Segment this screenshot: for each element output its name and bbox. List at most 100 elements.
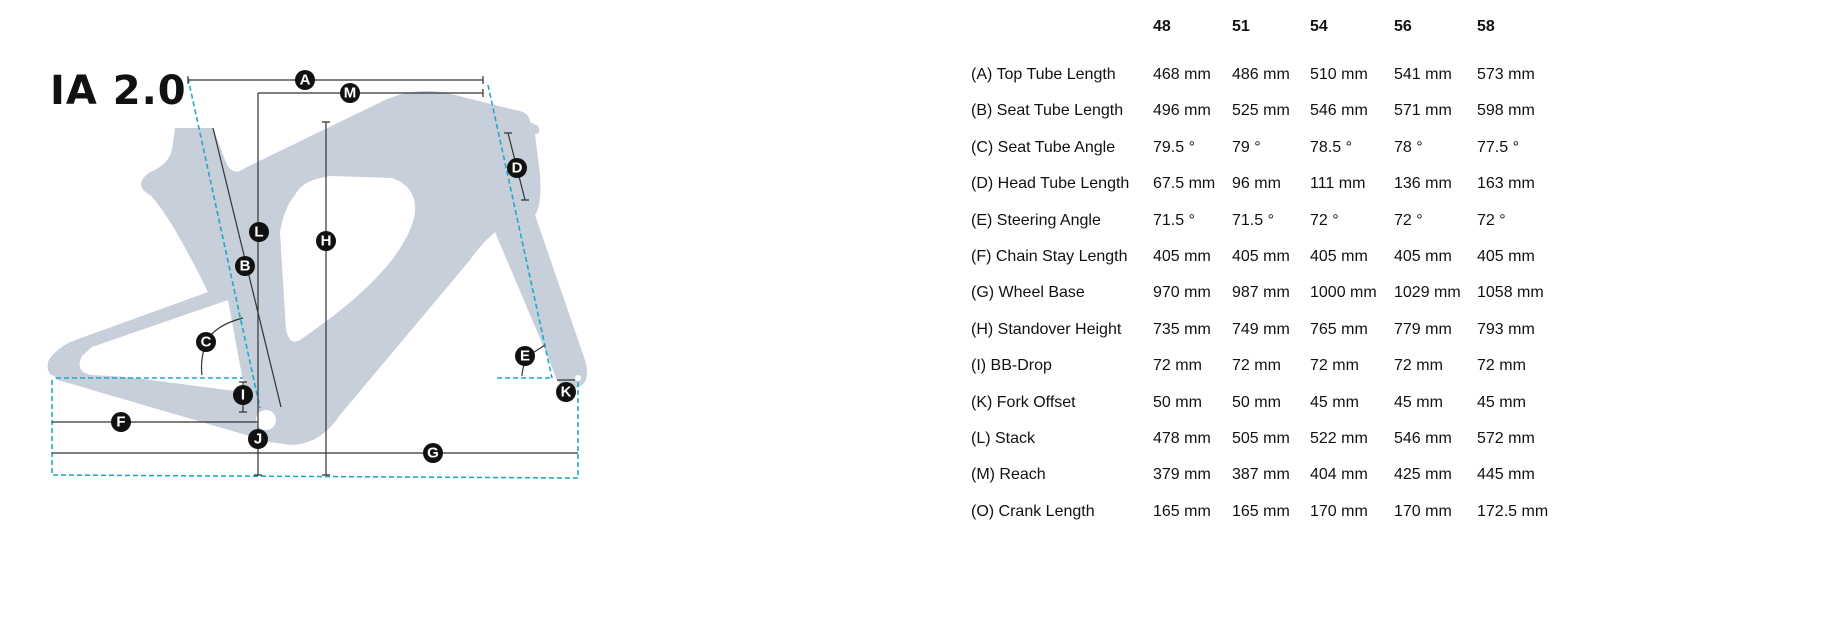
marker-j: J: [248, 429, 268, 449]
svg-text:E: E: [520, 348, 530, 365]
table-cell: 45 mm: [1477, 393, 1526, 411]
table-cell: 970 mm: [1153, 284, 1211, 302]
svg-text:C: C: [201, 334, 212, 351]
size-header-58: 58: [1477, 18, 1495, 35]
row-label: (K) Fork Offset: [971, 393, 1076, 411]
marker-f: F: [111, 412, 131, 432]
svg-text:F: F: [116, 414, 125, 431]
table-cell: 478 mm: [1153, 430, 1211, 447]
table-cell: 546 mm: [1310, 102, 1368, 120]
table-cell: 779 mm: [1394, 320, 1452, 338]
table-cell: 749 mm: [1232, 320, 1290, 338]
table-cell: 425 mm: [1394, 466, 1452, 484]
table-cell: 165 mm: [1232, 502, 1290, 520]
bike-frame-silhouette: [47, 91, 588, 445]
size-header-54: 54: [1310, 18, 1328, 35]
table-cell: 72 mm: [1310, 357, 1359, 375]
table-cell: 78 °: [1394, 138, 1423, 156]
table-cell: 72 °: [1310, 211, 1339, 229]
table-cell: 77.5 °: [1477, 138, 1519, 156]
table-cell: 405 mm: [1310, 248, 1368, 265]
svg-text:M: M: [344, 85, 357, 102]
table-cell: 405 mm: [1477, 248, 1535, 265]
table-cell: 1058 mm: [1477, 284, 1544, 302]
svg-text:L: L: [254, 224, 263, 241]
table-cell: 72 mm: [1477, 357, 1526, 375]
table-cell: 170 mm: [1310, 502, 1368, 520]
marker-i: I: [233, 385, 253, 405]
table-cell: 572 mm: [1477, 430, 1535, 447]
table-cell: 163 mm: [1477, 175, 1535, 193]
table-cell: 598 mm: [1477, 102, 1535, 120]
table-cell: 111 mm: [1310, 175, 1366, 193]
size-header-51: 51: [1232, 18, 1250, 35]
table-cell: 50 mm: [1232, 393, 1281, 411]
svg-text:H: H: [321, 233, 332, 250]
table-cell: 72 mm: [1153, 357, 1202, 375]
table-cell: 387 mm: [1232, 466, 1290, 484]
marker-h: H: [316, 231, 336, 251]
table-cell: 78.5 °: [1310, 138, 1352, 156]
svg-text:J: J: [254, 431, 262, 448]
table-cell: 573 mm: [1477, 66, 1535, 83]
row-label: (A) Top Tube Length: [971, 66, 1116, 83]
row-label: (E) Steering Angle: [971, 211, 1101, 229]
table-cell: 405 mm: [1232, 248, 1290, 265]
table-cell: 72 °: [1477, 211, 1506, 229]
table-cell: 793 mm: [1477, 320, 1535, 338]
frame-geometry-diagram: A M D L H B C E I K F J G: [47, 70, 588, 479]
table-cell: 71.5 °: [1232, 211, 1274, 229]
table-cell: 1029 mm: [1394, 284, 1461, 302]
row-label: (H) Standover Height: [971, 320, 1122, 338]
marker-e: E: [515, 346, 535, 366]
row-label: (C) Seat Tube Angle: [971, 138, 1116, 156]
marker-d: D: [507, 158, 527, 178]
row-label: (B) Seat Tube Length: [971, 102, 1124, 120]
svg-text:G: G: [427, 445, 439, 462]
dimension-lines: [52, 76, 578, 476]
table-cell: 525 mm: [1232, 102, 1290, 120]
table-cell: 505 mm: [1232, 430, 1290, 447]
svg-text:I: I: [241, 387, 245, 404]
svg-text:D: D: [512, 160, 523, 177]
table-cell: 71.5 °: [1153, 211, 1195, 229]
table-cell: 522 mm: [1310, 430, 1368, 447]
table-cell: 765 mm: [1310, 320, 1368, 338]
table-cell: 1000 mm: [1310, 284, 1377, 302]
table-cell: 79.5 °: [1153, 138, 1195, 156]
table-cell: 45 mm: [1394, 393, 1443, 411]
row-label: (G) Wheel Base: [971, 284, 1085, 302]
size-header-48: 48: [1153, 18, 1171, 35]
table-cell: 486 mm: [1232, 66, 1290, 83]
table-cell: 445 mm: [1477, 466, 1535, 484]
row-label: (O) Crank Length: [971, 502, 1095, 520]
marker-l: L: [249, 222, 269, 242]
table-cell: 404 mm: [1310, 466, 1368, 484]
svg-text:B: B: [240, 258, 251, 275]
table-cell: 67.5 mm: [1153, 175, 1216, 193]
table-cell: 170 mm: [1394, 502, 1452, 520]
row-label: (L) Stack: [971, 430, 1036, 447]
table-cell: 72 mm: [1232, 357, 1281, 375]
marker-m: M: [340, 83, 360, 103]
marker-k: K: [556, 382, 576, 402]
table-cell: 172.5 mm: [1477, 502, 1549, 520]
marker-a: A: [295, 70, 315, 90]
table-cell: 405 mm: [1394, 248, 1452, 265]
table-cell: 379 mm: [1153, 466, 1211, 484]
table-cell: 735 mm: [1153, 320, 1211, 338]
table-cell: 496 mm: [1153, 102, 1211, 120]
table-cell: 510 mm: [1310, 66, 1368, 83]
row-label: (F) Chain Stay Length: [971, 248, 1128, 265]
guide-lines: [51, 77, 579, 479]
table-cell: 50 mm: [1153, 393, 1202, 411]
table-cell: 72 °: [1394, 211, 1423, 229]
table-cell: 541 mm: [1394, 66, 1452, 83]
table-cell: 405 mm: [1153, 248, 1211, 265]
marker-b: B: [235, 256, 255, 276]
table-cell: 165 mm: [1153, 502, 1211, 520]
table-cell: 72 mm: [1394, 357, 1443, 375]
table-cell: 987 mm: [1232, 284, 1290, 302]
svg-text:A: A: [300, 72, 311, 89]
row-label: (M) Reach: [971, 466, 1046, 484]
